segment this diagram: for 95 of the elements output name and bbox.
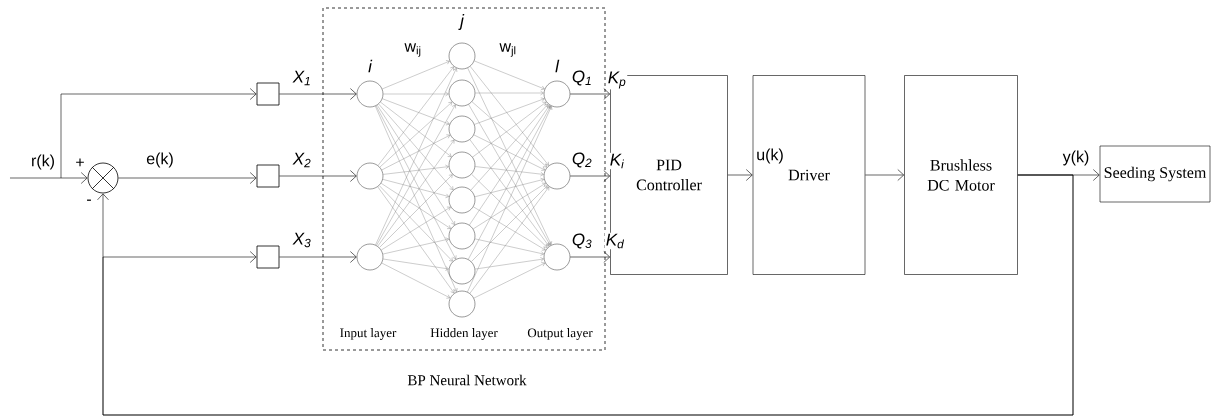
arrow — [727, 169, 753, 181]
group-title: BP Neural Network — [407, 374, 527, 386]
neuron-circle — [448, 186, 476, 214]
connection-line — [474, 257, 544, 270]
connection-line — [474, 177, 545, 197]
connection-line — [378, 103, 454, 190]
connection-line — [469, 105, 550, 226]
edge-label: X$_{1}$ — [291, 69, 313, 87]
arrow — [569, 88, 611, 100]
connection-line — [471, 185, 548, 262]
sign-label: + — [76, 158, 84, 167]
edge-label: X$_{2}$ — [291, 151, 313, 169]
edge-label: u(k) — [755, 147, 785, 165]
output-label: Q$_{2}$ — [572, 152, 592, 168]
arrow — [279, 88, 357, 100]
connection-line — [382, 98, 450, 126]
connection-line — [382, 237, 449, 255]
weight-label: w$_{ij}$ — [404, 43, 421, 57]
edge-label: K$_{d}$ — [604, 232, 626, 250]
output-label: Q$_{1}$ — [572, 70, 591, 86]
neuron-circle — [448, 79, 476, 107]
edge-label: K$_{i}$ — [608, 152, 626, 170]
neuron-circle — [448, 42, 476, 70]
connection-line — [470, 66, 549, 166]
block-box: Seeding System — [1099, 145, 1211, 203]
arrow — [60, 88, 257, 179]
connection-line — [379, 174, 453, 248]
connection-line — [377, 139, 455, 247]
edge-label: e(k) — [145, 151, 175, 169]
connection-line — [475, 90, 544, 96]
connection-line — [380, 183, 451, 229]
neuron-circle — [448, 115, 476, 143]
output-label: Q$_{3}$ — [572, 233, 592, 249]
arrow — [1017, 169, 1100, 181]
connection-line — [377, 186, 455, 294]
arrow — [569, 251, 611, 263]
arrow — [865, 169, 905, 181]
connection-line — [380, 101, 452, 157]
connection-line — [382, 258, 449, 271]
edge-label: r(k) — [30, 153, 56, 171]
arrow — [118, 172, 257, 184]
layer-label: Output layer — [527, 328, 593, 340]
neuron-circle — [448, 290, 476, 318]
connection-line — [382, 179, 450, 198]
connection-line — [473, 134, 546, 171]
connection-line — [379, 101, 453, 168]
summing-junction — [87, 162, 119, 194]
connection-line — [474, 238, 544, 256]
sign-label: - — [87, 199, 91, 201]
connection-line — [474, 97, 545, 125]
block-box: Brushless DC Motor — [904, 75, 1018, 275]
connection-line — [375, 105, 458, 292]
connection-line — [467, 106, 553, 293]
connection-line — [469, 186, 550, 294]
neuron-circle — [356, 162, 384, 190]
connection-line — [377, 104, 455, 225]
square-block — [256, 245, 280, 269]
neuron-circle — [356, 80, 384, 108]
arrow — [9, 172, 88, 184]
square-block — [256, 82, 280, 106]
layer-label: Input layer — [340, 328, 397, 340]
connection-line — [379, 185, 453, 262]
index-label: j — [458, 14, 465, 30]
neuron-circle — [448, 222, 476, 250]
connection-line — [382, 60, 450, 90]
connection-line — [467, 67, 552, 245]
connection-line — [473, 206, 546, 251]
connection-line — [472, 182, 546, 230]
connection-line — [471, 101, 547, 168]
weight-label: w$_{jl}$ — [499, 43, 516, 57]
neuron-circle — [356, 243, 384, 271]
connection-line — [381, 134, 451, 171]
connection-line — [472, 101, 547, 158]
arrow — [569, 170, 611, 182]
edge-label: K$_{p}$ — [606, 70, 628, 90]
edge-label: X$_{3}$ — [291, 231, 313, 249]
connection-line — [474, 166, 544, 177]
connection-line — [470, 103, 549, 191]
connection-line — [471, 174, 548, 248]
arrow — [279, 170, 357, 182]
index-label: l — [555, 59, 560, 73]
connection-line — [469, 139, 550, 247]
arrow — [279, 251, 357, 263]
connection-line — [377, 66, 454, 166]
neuron-circle — [448, 151, 476, 179]
connection-line — [382, 164, 449, 175]
neuron-circle — [448, 257, 476, 285]
connection-line — [375, 68, 458, 246]
connection-line — [383, 91, 449, 97]
square-block — [256, 164, 280, 188]
connection-line — [473, 262, 546, 299]
connection-line — [381, 206, 451, 251]
connection-line — [381, 262, 451, 299]
edge-label: y(k) — [1061, 149, 1091, 167]
connection-line — [474, 60, 545, 90]
